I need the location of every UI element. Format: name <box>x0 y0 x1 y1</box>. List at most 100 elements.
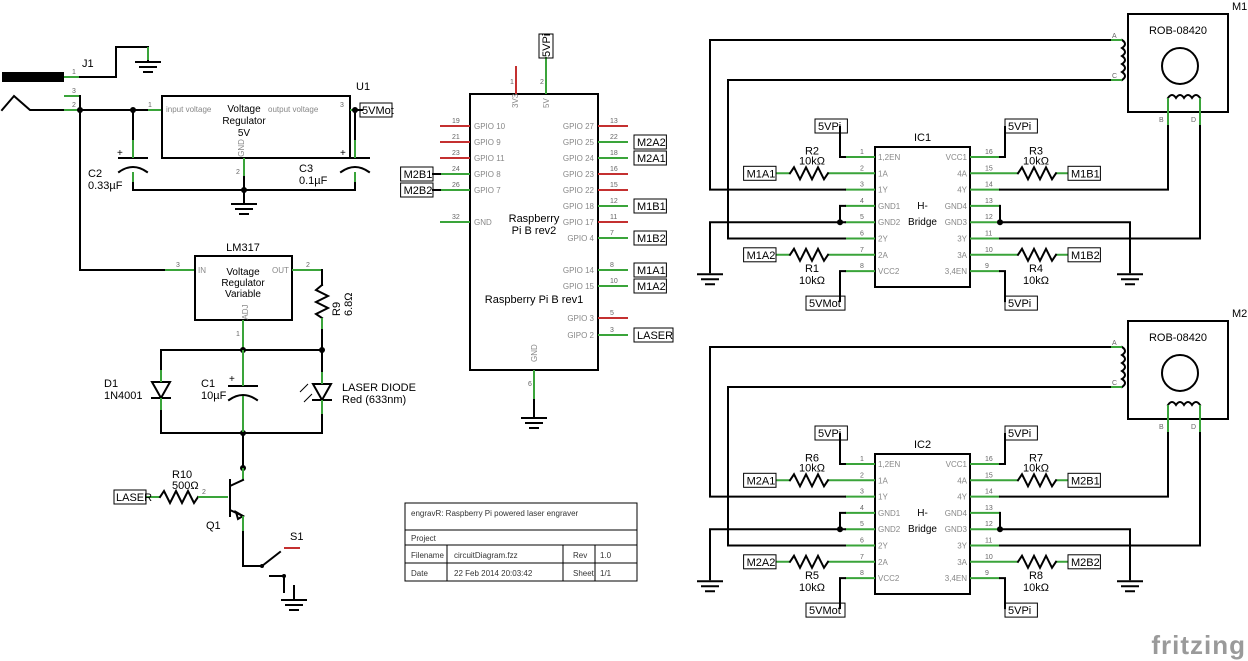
rpi-pin-number: 8 <box>610 262 614 269</box>
ic-pin-number: 2 <box>860 472 864 479</box>
svg-text:2: 2 <box>236 169 240 176</box>
resistor-r6 <box>788 472 830 489</box>
resistor-r3 <box>1016 165 1058 182</box>
net-label-m2a1: M2A1 <box>633 150 667 166</box>
resistor-value: 10kΩ <box>799 155 825 167</box>
dc-jack-sleeve <box>0 94 65 112</box>
ic-pin-label: 3A <box>957 251 967 260</box>
laser-value: Red (633nm) <box>342 394 406 406</box>
svg-text:3: 3 <box>176 262 180 269</box>
net-label-m1a2: M1A2 <box>633 278 667 294</box>
rpi-pin-number: 22 <box>610 134 618 141</box>
svg-text:3: 3 <box>72 88 76 95</box>
rpi-pin-label: GPIO 3 <box>567 314 594 323</box>
u1-in-pin: input voltage <box>166 105 212 114</box>
ic-pin-label: VCC2 <box>878 574 900 583</box>
resistor-ref: R4 <box>1029 263 1043 275</box>
rpi-pin-label: GPIO 24 <box>563 154 595 163</box>
ic-pin-number: 15 <box>985 165 993 172</box>
u1-line1: Voltage <box>227 104 261 115</box>
rpi-pin-number: 3 <box>610 327 614 334</box>
rpi-pin-number: 32 <box>452 214 460 221</box>
rpi-pin-number: 5 <box>610 310 614 317</box>
resistor-r2 <box>788 165 830 182</box>
ic-pin-label: 2A <box>878 558 888 567</box>
motor-ref: M2 <box>1232 308 1247 320</box>
net-label-m2b1-text: M2B1 <box>404 169 433 181</box>
resistor-ref: R5 <box>805 570 819 582</box>
q1-label: Q1 <box>206 520 221 532</box>
c1-value: 10µF <box>201 390 227 402</box>
hbridge-name-1: H- <box>917 508 928 519</box>
capacitor-c3: + <box>339 140 371 182</box>
net-label-5vpi: 5VPi <box>538 33 554 59</box>
ic-pin-number: 9 <box>985 570 989 577</box>
ic-pin-label: 3,4EN <box>945 574 967 583</box>
resistor-value: 10kΩ <box>799 462 825 474</box>
motor-pin-b: B <box>1159 117 1164 124</box>
u1-line3: 5V <box>238 128 251 139</box>
rpi-5v-pin: 5V <box>542 98 551 108</box>
ic2-hbridge <box>874 453 971 595</box>
resistor-value: 10kΩ <box>1023 155 1049 167</box>
resistor-value: 10kΩ <box>799 582 825 594</box>
rpi-pin-label: GPIO 22 <box>563 186 595 195</box>
rpi-pin-number: 11 <box>610 214 617 221</box>
net-label-m2b1: M2B1 <box>1067 472 1101 488</box>
rpi-pin-label: GIPO 2 <box>567 331 594 340</box>
ic-pin-label: 3,4EN <box>945 267 967 276</box>
laser-diode <box>299 372 333 414</box>
svg-text:1: 1 <box>148 102 152 109</box>
net-label-5vpi: 5VPi <box>814 425 848 441</box>
ic-pin-number: 1 <box>860 456 864 463</box>
rpi-net-stub <box>432 173 441 191</box>
resistor-ref: R6 <box>805 452 819 464</box>
net-label-5vpi-text: 5VPi <box>818 121 841 133</box>
ic-pin-label: 2Y <box>878 235 888 244</box>
rpi-3v3-pin: 3V3 <box>511 93 520 108</box>
resistor-ref: R7 <box>1029 452 1043 464</box>
rpi-pin-number: 16 <box>610 166 618 173</box>
net-label-m1b2: M1B2 <box>1067 247 1101 263</box>
rpi-pin-number: 7 <box>610 230 614 237</box>
title-block-date: 22 Feb 2014 20:03:42 <box>454 569 533 578</box>
j1-label: J1 <box>82 58 94 70</box>
diode-d1 <box>150 370 172 410</box>
ic1-hbridge <box>874 146 971 288</box>
svg-text:2: 2 <box>306 262 310 269</box>
resistor-r1 <box>788 246 830 264</box>
rpi-pin-label: GPIO 15 <box>563 282 595 291</box>
motor-pin-b: B <box>1159 424 1164 431</box>
net-label-m1b1: M1B1 <box>633 198 667 214</box>
rpi-pin-number: 12 <box>610 198 618 205</box>
net-label-m1b1-text: M1B1 <box>637 201 666 213</box>
d1-value: 1N4001 <box>104 390 143 402</box>
lm317-line2: Regulator <box>221 278 265 289</box>
ground-icon <box>697 273 723 286</box>
motor-pin-a: A <box>1112 340 1117 347</box>
rpi-title-2: Pi B rev2 <box>512 225 557 237</box>
rpi-pin-number: 13 <box>610 118 618 125</box>
r9-value: 6.8Ω <box>343 292 355 316</box>
ic-pin-label: 4A <box>957 476 967 485</box>
net-label-laser-text: LASER <box>637 330 673 342</box>
svg-text:3: 3 <box>340 102 344 109</box>
ground-icon <box>281 585 307 611</box>
net-label-5vmot-text: 5VMot <box>809 605 841 617</box>
hbridge-name-2: Bridge <box>908 524 937 535</box>
resistor-r4 <box>1016 246 1058 264</box>
ic-pin-number: 5 <box>860 521 864 528</box>
motor-pin-c: C <box>1112 380 1117 387</box>
resistor-ref: R8 <box>1029 570 1043 582</box>
r10-label: R10 <box>172 469 192 481</box>
svg-text:+: + <box>117 148 123 159</box>
ic-pin-number: 8 <box>860 263 864 270</box>
ic-pin-number: 9 <box>985 263 989 270</box>
net-label-m2a1-text: M2A1 <box>747 475 776 487</box>
lm317-line1: Voltage <box>226 267 260 278</box>
title-block-sheet: 1/1 <box>600 569 612 578</box>
lm317-in-pin: IN <box>198 266 206 275</box>
net-label-5vpi: 5VPi <box>1004 602 1038 618</box>
net-label-5vpi-text: 5VPi <box>1008 298 1031 310</box>
